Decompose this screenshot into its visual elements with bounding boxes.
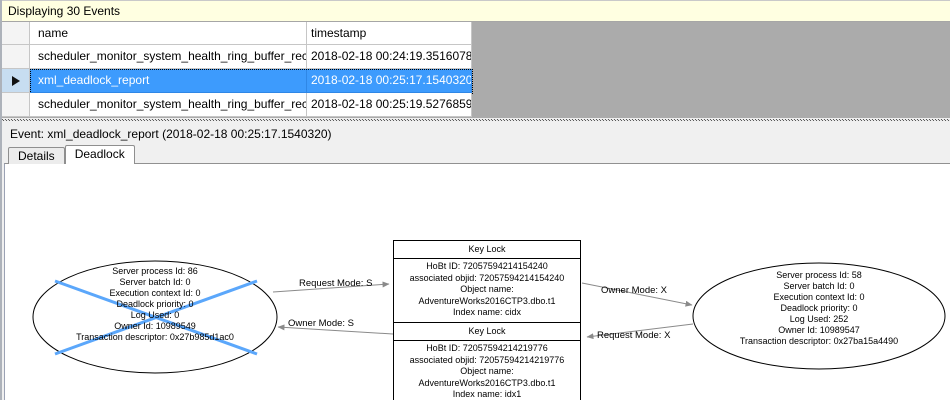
lock-object-name: Object name: AdventureWorks2016CTP3.dbo.…	[418, 284, 556, 306]
event-name-cell[interactable]: xml_deadlock_report	[30, 69, 307, 93]
event-header-text: Event: xml_deadlock_report (2018-02-18 0…	[10, 127, 332, 141]
detail-tabs: Details Deadlock	[8, 145, 135, 164]
column-header-timestamp[interactable]: timestamp	[307, 22, 472, 45]
lock-hobt-id: HoBt ID: 72057594214219776	[426, 343, 548, 353]
grid-splitter[interactable]	[2, 118, 950, 124]
survivor-exec-context: Execution context Id: 0	[773, 292, 865, 302]
events-count-bar: Displaying 30 Events	[2, 0, 950, 22]
event-header-bar: Event: xml_deadlock_report (2018-02-18 0…	[2, 124, 950, 145]
tab-details[interactable]: Details	[8, 147, 65, 164]
key-lock-node-bottom[interactable]: Key Lock HoBt ID: 72057594214219776 asso…	[393, 322, 581, 400]
current-row-arrow-icon	[11, 75, 20, 86]
event-name-cell[interactable]: scheduler_monitor_system_health_ring_buf…	[30, 45, 307, 69]
grid-header-row: name timestamp	[2, 22, 950, 45]
victim-priority: Deadlock priority: 0	[116, 299, 194, 309]
events-grid: name timestamp scheduler_monitor_system_…	[2, 22, 950, 118]
edge-owner-s	[277, 324, 394, 335]
row-selector-cell[interactable]	[2, 93, 30, 117]
lock-objid: associated objid: 72057594214154240	[409, 272, 565, 283]
edge-label-request-x: Request Mode: X	[597, 330, 671, 341]
event-timestamp-cell[interactable]: 2018-02-18 00:24:19.3516078	[307, 45, 472, 69]
edge-owner-x	[581, 282, 693, 307]
row-selector-cell[interactable]	[2, 45, 30, 69]
victim-spid: Server process Id: 86	[112, 266, 198, 276]
tab-deadlock[interactable]: Deadlock	[64, 145, 135, 164]
grid-header-filler	[472, 22, 950, 45]
lock-object-name: Object name: AdventureWorks2016CTP3.dbo.…	[418, 366, 556, 388]
victim-batch-id: Server batch Id: 0	[119, 277, 191, 287]
survivor-priority: Deadlock priority: 0	[780, 303, 858, 313]
deadlock-graph-pane: Server process Id: 86 Server batch Id: 0…	[4, 163, 950, 400]
lock-index-name: Index name: idx1	[452, 389, 522, 399]
process-node-survivor[interactable]	[692, 262, 946, 370]
row-filler	[472, 45, 950, 69]
grid-corner-cell[interactable]	[2, 22, 30, 45]
lock-hobt-id: HoBt ID: 72057594214154240	[426, 261, 548, 271]
event-timestamp-cell[interactable]: 2018-02-18 00:25:17.1540320	[307, 69, 472, 93]
edge-label-request-s: Request Mode: S	[299, 278, 373, 289]
row-filler	[472, 93, 950, 117]
survivor-log-used: Log Used: 252	[789, 314, 849, 324]
victim-process-details: Server process Id: 86 Server batch Id: 0…	[33, 266, 277, 343]
survivor-batch-id: Server batch Id: 0	[783, 281, 855, 291]
edge-request-x	[586, 323, 694, 340]
edge-label-owner-s: Owner Mode: S	[288, 318, 354, 329]
table-row[interactable]: scheduler_monitor_system_health_ring_buf…	[2, 93, 950, 117]
row-selector-cell[interactable]	[2, 69, 30, 93]
lock-index-name: Index name: cidx	[452, 307, 522, 317]
lock-title: Key Lock	[394, 241, 580, 259]
survivor-spid: Server process Id: 58	[776, 270, 862, 280]
table-row-selected[interactable]: xml_deadlock_report 2018-02-18 00:25:17.…	[2, 69, 950, 94]
victim-owner-id: Owner Id: 10989549	[114, 321, 196, 331]
survivor-process-details: Server process Id: 58 Server batch Id: 0…	[689, 270, 949, 347]
survivor-tx-descriptor: Transaction descriptor: 0x27ba15a4490	[739, 336, 899, 346]
victim-log-used: Log Used: 0	[130, 310, 180, 320]
event-timestamp-cell[interactable]: 2018-02-18 00:25:19.5276859	[307, 93, 472, 117]
lock-objid: associated objid: 72057594214219776	[409, 354, 565, 365]
victim-tx-descriptor: Transaction descriptor: 0x27b985d1ac0	[76, 332, 234, 342]
key-lock-node-top[interactable]: Key Lock HoBt ID: 72057594214154240 asso…	[393, 240, 581, 324]
victim-cross-icon	[54, 279, 258, 356]
victim-exec-context: Execution context Id: 0	[109, 288, 201, 298]
lock-title: Key Lock	[394, 323, 580, 341]
event-name-cell[interactable]: scheduler_monitor_system_health_ring_buf…	[30, 93, 307, 117]
row-filler	[472, 69, 950, 93]
edge-request-s	[272, 281, 390, 293]
process-node-victim[interactable]	[32, 260, 278, 374]
events-count-text: Displaying 30 Events	[8, 4, 121, 18]
deadlock-graph-canvas	[32, 260, 946, 374]
column-header-name[interactable]: name	[30, 22, 307, 45]
edge-label-owner-x: Owner Mode: X	[601, 285, 667, 296]
table-row[interactable]: scheduler_monitor_system_health_ring_buf…	[2, 45, 950, 69]
survivor-owner-id: Owner Id: 10989547	[778, 325, 860, 335]
